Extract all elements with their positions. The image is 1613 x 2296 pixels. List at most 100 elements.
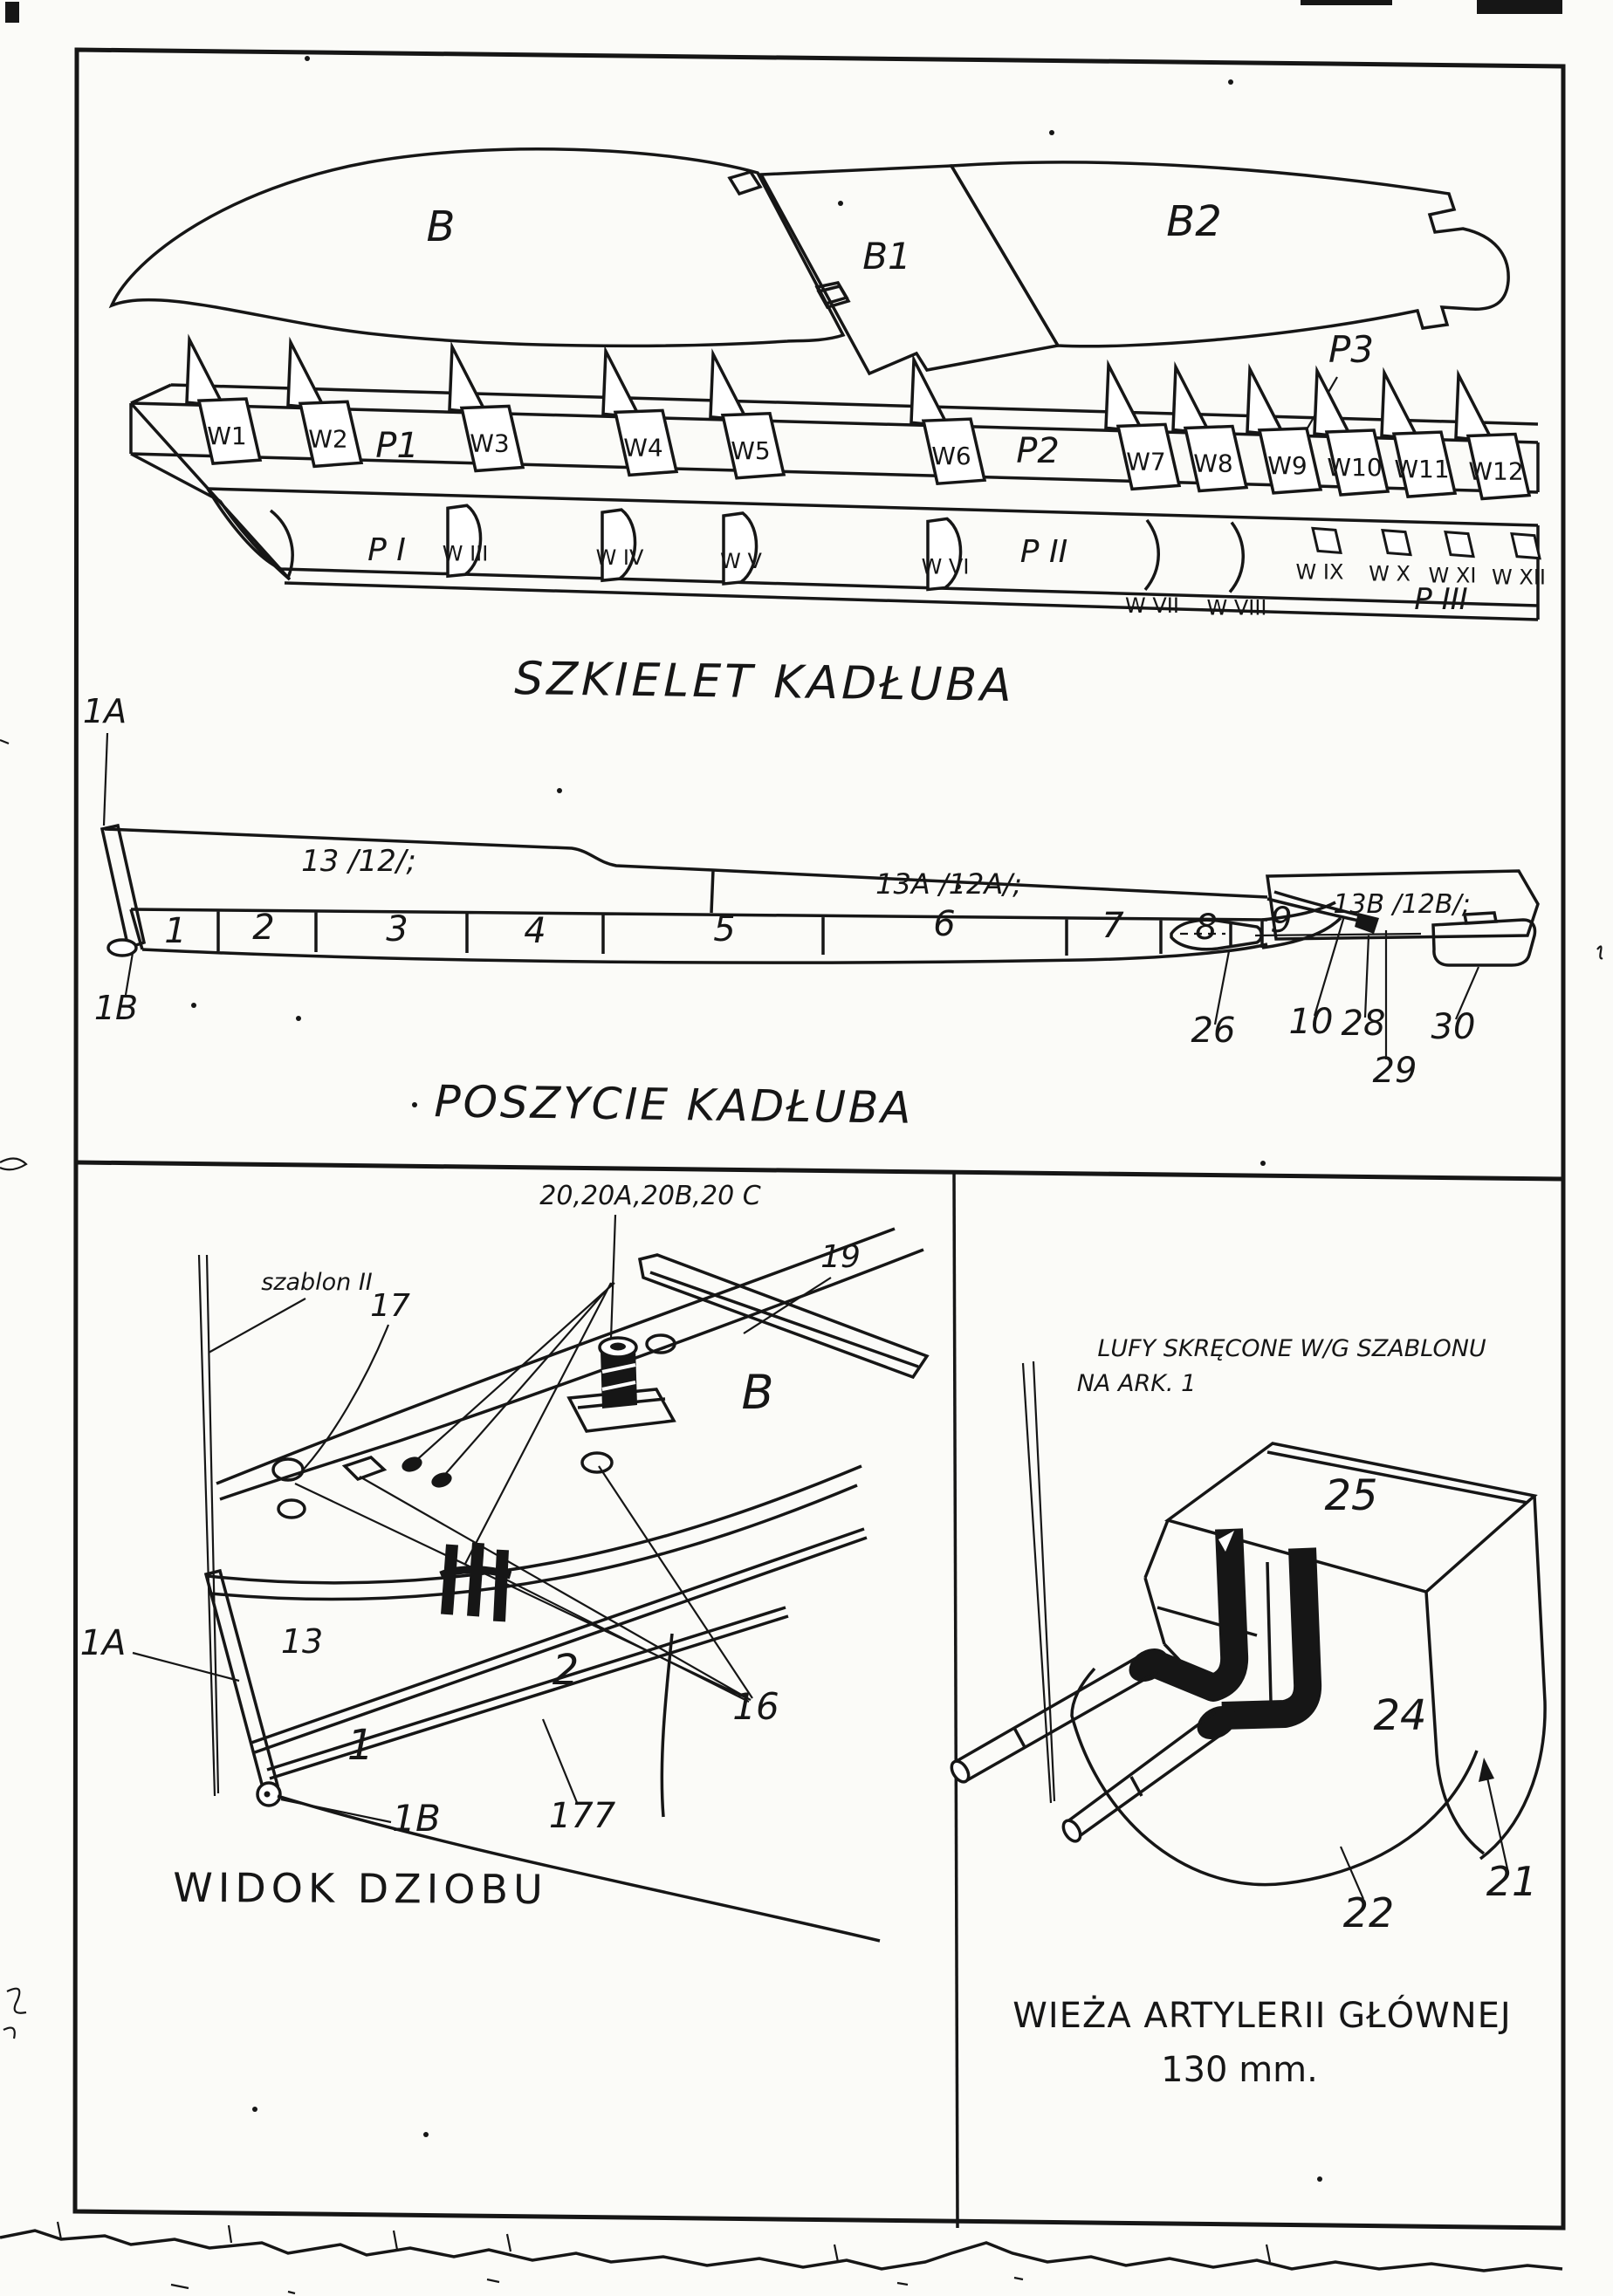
plating-13b-piece — [1265, 869, 1540, 941]
skeleton-frame-w4-flag — [601, 345, 643, 420]
part-p1-label: P1 — [375, 426, 419, 466]
strake-13-12-label: 13 /12/; — [301, 844, 416, 879]
gun-muzzle-upper — [950, 1759, 971, 1784]
skeleton-frame-wiv-label: W IV — [596, 545, 644, 570]
part-p2-label: P2 — [1016, 431, 1060, 471]
chain-stoppers-bar — [439, 1566, 512, 1580]
skeleton-frame-wiii-label: W III — [443, 541, 489, 565]
frame-divider-horizontal — [76, 1160, 1564, 1182]
artifact-top-right-box — [1477, 0, 1562, 14]
torn-edge-spikes — [56, 2221, 1272, 2263]
skeleton-frame-w3-flag — [448, 340, 490, 415]
deck-piece-b-outline — [108, 147, 846, 348]
skeleton-upper-frames — [185, 333, 1532, 501]
skeleton-frame-w2-label: W2 — [308, 424, 348, 453]
plating-stem-strip — [100, 823, 147, 950]
turret-note-line2: NA ARK. 1 — [1077, 1370, 1197, 1397]
plating-panel-9: 9 — [1270, 901, 1292, 941]
skeleton-frame-w2-flag — [286, 336, 328, 411]
skeleton-frame-w8-label: W8 — [1193, 449, 1233, 478]
deck-piece-b2-outline — [949, 161, 1510, 348]
skeleton-frame-w4-label: W4 — [623, 433, 663, 462]
gun-barrel-lower — [1065, 1710, 1227, 1840]
skeleton-frame-w5-flag — [709, 348, 751, 422]
plating-panel-2: 2 — [252, 908, 274, 948]
plating-panel-7: 7 — [1102, 906, 1124, 946]
skeleton-frame-wx — [1381, 528, 1412, 557]
gun-mantlet-band-1 — [1148, 1528, 1249, 1702]
callout-1b-bow: 1B — [392, 1797, 441, 1840]
skeleton-frame-w10-body — [1324, 428, 1390, 497]
skeleton-frame-w4-body — [613, 408, 679, 477]
stray-dots — [191, 56, 1322, 2182]
skeleton-frame-w3-label: W3 — [470, 428, 510, 457]
skeleton-frame-w2-body — [298, 400, 364, 469]
skeleton-frame-w9-label: W9 — [1267, 451, 1308, 480]
callout-szablon-ii: szablon II — [261, 1269, 373, 1296]
skeleton-frame-w8-flag — [1171, 360, 1213, 435]
skeleton-frame-w11-flag — [1380, 367, 1422, 442]
plating-panels-band — [130, 908, 1268, 964]
plating-rudder — [1431, 911, 1537, 967]
skeleton-upper-girder — [129, 383, 1540, 494]
chain-stoppers — [441, 1542, 509, 1622]
skeleton-frame-w1-flag — [185, 333, 227, 408]
skeleton-frame-wix-label: W IX — [1296, 559, 1344, 584]
callout-17: 17 — [370, 1288, 410, 1324]
strake-13a-12a-label: 13A /12A/; — [875, 867, 1022, 901]
skeleton-section-title: SZKIELET KADŁUBA — [513, 653, 1016, 712]
mantlet-fold-mark — [1218, 1531, 1234, 1552]
callout-1a-plating: 1A — [83, 692, 127, 730]
skeleton-lower-girder — [206, 487, 1540, 621]
callout-1a-bow: 1A — [80, 1623, 127, 1663]
bow-gunwale — [207, 1464, 862, 1601]
bollard-2 — [431, 1472, 452, 1488]
callout-19: 19 — [820, 1239, 861, 1275]
skeleton-frame-w1-body — [196, 397, 263, 465]
margin-scribbles — [0, 738, 1603, 2039]
callout-177: 177 — [549, 1796, 616, 1836]
strake-13b-12b-label: 13B /12B/; — [1333, 889, 1470, 920]
bow-template-edge — [197, 1254, 220, 1797]
skeleton-frame-wxi-label: W XI — [1429, 564, 1477, 588]
capstan-whelps — [601, 1363, 636, 1391]
hull-plating-drawing — [100, 732, 1540, 1059]
bow-stem-foot-dot — [264, 1791, 271, 1798]
skeleton-frame-wxii — [1510, 532, 1541, 560]
skeleton-frame-w9-flag — [1246, 363, 1287, 437]
part-p3-label: P3 — [1328, 328, 1374, 371]
skeleton-lower-frames — [446, 504, 1541, 593]
skeleton-frame-wix — [1311, 526, 1342, 555]
deck-piece-b2-label: B2 — [1166, 197, 1221, 246]
page-frame — [72, 47, 1566, 2231]
artifact-top-left-blob — [5, 2, 19, 23]
skeleton-frame-w12-body — [1465, 432, 1532, 501]
part-pII-label: P II — [1020, 534, 1067, 570]
capstan-drum — [601, 1347, 637, 1408]
torn-bottom-edge — [0, 2229, 1563, 2272]
plating-callout-leaders — [124, 915, 1480, 1059]
gun-muzzle-lower — [1061, 1819, 1082, 1843]
skeleton-frame-w3-body — [459, 404, 525, 473]
arrow-21-head — [1479, 1758, 1494, 1782]
skeleton-frame-wxi — [1444, 530, 1475, 559]
skeleton-frame-wvii-label: W VII — [1125, 593, 1179, 618]
plating-panel-1: 1 — [164, 911, 186, 951]
bow-deck-fittings — [271, 1333, 676, 1622]
bow-view-drawing — [132, 1214, 930, 1943]
fairlead-ring-1 — [271, 1457, 305, 1482]
skeleton-frame-w7-flag — [1104, 359, 1146, 434]
skeleton-frame-w10-flag — [1313, 365, 1355, 440]
callout-30: 30 — [1431, 1007, 1476, 1047]
deck-piece-b-label: B — [427, 202, 456, 251]
fairlead-ring-2 — [277, 1498, 306, 1519]
skeleton-girders — [129, 383, 1540, 621]
plating-stem-foot — [106, 938, 138, 957]
plating-stern-pieces — [1261, 890, 1371, 949]
skeleton-frame-w9-body — [1257, 427, 1323, 495]
bow-panel-1: 1 — [347, 1721, 374, 1770]
skeleton-frame-w10-label: W10 — [1327, 453, 1382, 482]
